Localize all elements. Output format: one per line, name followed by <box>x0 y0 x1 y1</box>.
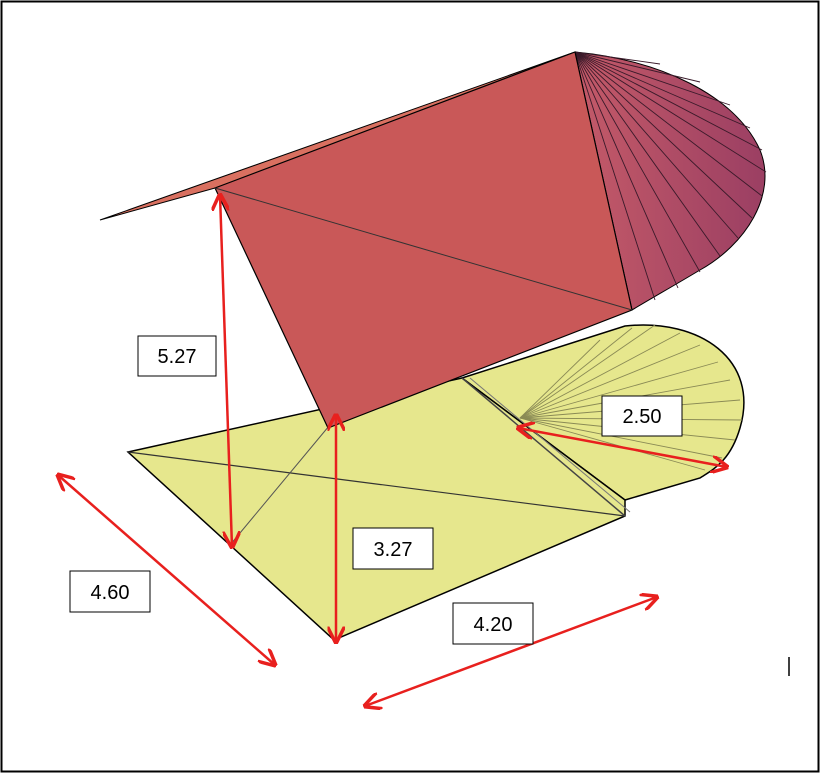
dimension-label-tall: 5.27 <box>137 335 217 377</box>
floor-diagonal <box>127 451 626 517</box>
width-value: 4.60 <box>91 582 130 604</box>
length-arrow <box>365 597 657 706</box>
radius-arrow <box>518 428 727 467</box>
width-arrow <box>58 475 275 665</box>
roof-panel-diagonal <box>214 187 633 311</box>
dimension-label-short: 3.27 <box>352 527 434 570</box>
roof-surface <box>99 51 767 429</box>
dimension-label-width: 4.60 <box>69 570 151 613</box>
radius-value: 2.50 <box>623 406 662 428</box>
dimension-arrows <box>58 195 727 706</box>
roof-cone-lines <box>574 51 767 311</box>
height-short-value: 3.27 <box>374 539 413 561</box>
length-value: 4.20 <box>474 614 513 636</box>
height-tall-value: 5.27 <box>158 346 197 368</box>
dimension-label-radius: 2.50 <box>601 395 683 437</box>
dimension-label-length: 4.20 <box>452 602 534 645</box>
